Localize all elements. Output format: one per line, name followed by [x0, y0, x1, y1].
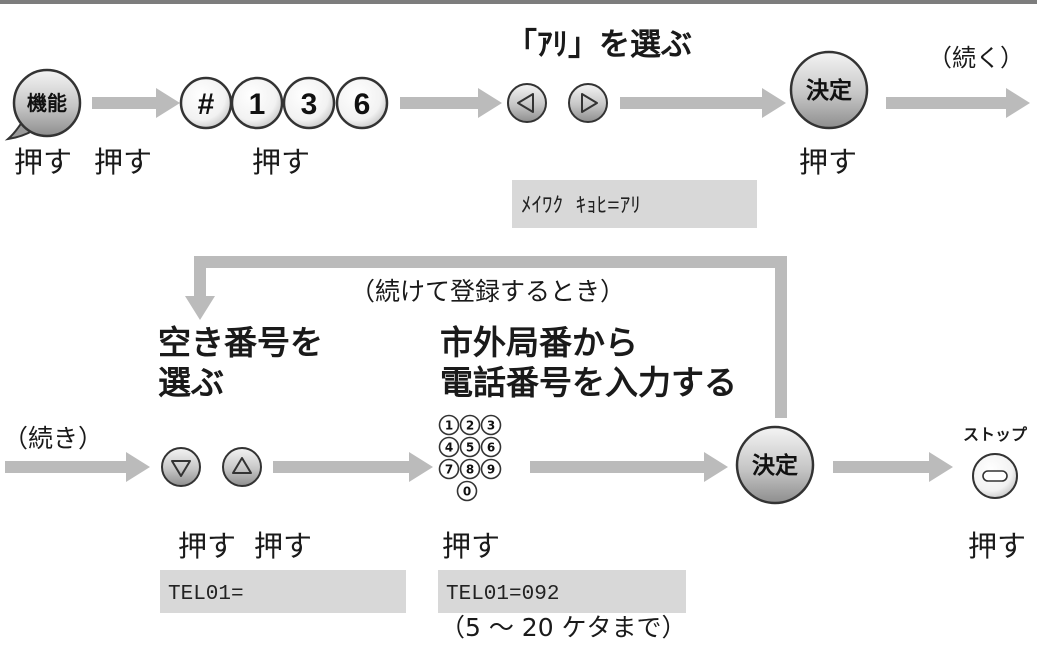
flow-arrow [92, 88, 180, 118]
up-key [222, 447, 262, 487]
key-label: 3 [301, 88, 318, 121]
press-label: 押す [799, 145, 857, 179]
flow-arrow [530, 452, 728, 482]
keypad-digit: 1 [445, 419, 453, 433]
press-label: 押す [442, 529, 500, 563]
lcd-display-text: TEL01=092 [446, 583, 559, 606]
right-triangle-icon [581, 93, 598, 113]
keypad-digit: 8 [466, 463, 474, 477]
enter-button-label: 決定 [752, 452, 798, 479]
enter-button: 決定 [735, 425, 815, 505]
keypad-digit: 6 [487, 441, 495, 455]
keypad-digit: 3 [487, 419, 495, 433]
keypad-digit: 9 [487, 463, 495, 477]
function-button: 機能 [4, 68, 82, 141]
key-6: 6 [335, 76, 389, 130]
flow-arrow [273, 452, 433, 482]
left-triangle-icon [517, 93, 534, 113]
lcd-display [512, 180, 757, 228]
key-3: 3 [282, 76, 336, 130]
enter-number-heading: 電話番号を入力する [440, 363, 737, 402]
select-empty-number-heading: 空き番号を [158, 323, 323, 362]
right-key [568, 83, 608, 123]
repeat-loop-label: （続けて登録するとき） [350, 277, 625, 306]
keypad-digit: 0 [463, 485, 471, 499]
lcd-display [160, 570, 406, 613]
keypad-key: 0 [456, 480, 478, 502]
keypad-digit: 5 [466, 441, 474, 455]
press-label: 押す [968, 529, 1026, 563]
continue-label: （続く） [928, 44, 1024, 72]
lcd-display [438, 570, 686, 613]
stop-button [972, 453, 1018, 499]
left-key [507, 83, 547, 123]
enter-button-label: 決定 [806, 77, 852, 104]
lcd-display-text: TEL01= [168, 583, 244, 606]
up-triangle-icon [232, 457, 252, 474]
keypad-key: 4 [438, 436, 460, 458]
flow-arrow [5, 452, 150, 482]
flow-arrow [620, 88, 786, 118]
key-label: 1 [249, 88, 266, 121]
flow-arrow [886, 88, 1030, 118]
keypad-key: 2 [459, 414, 481, 436]
top-rule [0, 0, 1037, 4]
enter-button: 決定 [789, 50, 869, 130]
select-empty-number-heading: 選ぶ [158, 363, 224, 402]
lcd-display-text: ﾒｲﾜｸ ｷｮﾋ=ｱﾘ [521, 195, 641, 219]
press-label: 押す [178, 529, 236, 563]
stop-label: ストップ [963, 425, 1028, 444]
keypad-key: 9 [480, 458, 502, 480]
select-ari-instruction: 「ｱﾘ」を選ぶ [506, 27, 692, 63]
key-label: 6 [354, 88, 371, 121]
digit-limit-note: （5 ～ 20 ケタまで） [440, 613, 687, 642]
press-label: 押す [14, 145, 72, 179]
keypad-key: 5 [459, 436, 481, 458]
keypad-key: 6 [480, 436, 502, 458]
key-1: 1 [230, 76, 284, 130]
flow-arrow [833, 452, 953, 482]
press-label: 押す [254, 529, 312, 563]
continued-label: （続き） [3, 424, 103, 453]
function-button-label: 機能 [27, 91, 67, 115]
stop-button-icon [982, 470, 1008, 482]
down-triangle-icon [171, 460, 191, 477]
down-key [161, 447, 201, 487]
key-hash: # [179, 76, 233, 130]
keypad-key: 3 [480, 414, 502, 436]
keypad-digit: 4 [445, 441, 453, 455]
keypad-key: 1 [438, 414, 460, 436]
key-label: # [198, 88, 215, 121]
keypad-digit: 2 [466, 419, 474, 433]
keypad: 1 2 3 4 5 6 7 8 9 0 [438, 414, 502, 502]
press-label: 押す [252, 145, 310, 179]
flow-arrow [400, 88, 502, 118]
keypad-digit: 7 [445, 463, 453, 477]
press-label: 押す [94, 145, 152, 179]
repeat-loop-arrow [185, 256, 787, 418]
enter-number-heading: 市外局番から [440, 323, 638, 362]
keypad-key: 8 [459, 458, 481, 480]
keypad-key: 7 [438, 458, 460, 480]
